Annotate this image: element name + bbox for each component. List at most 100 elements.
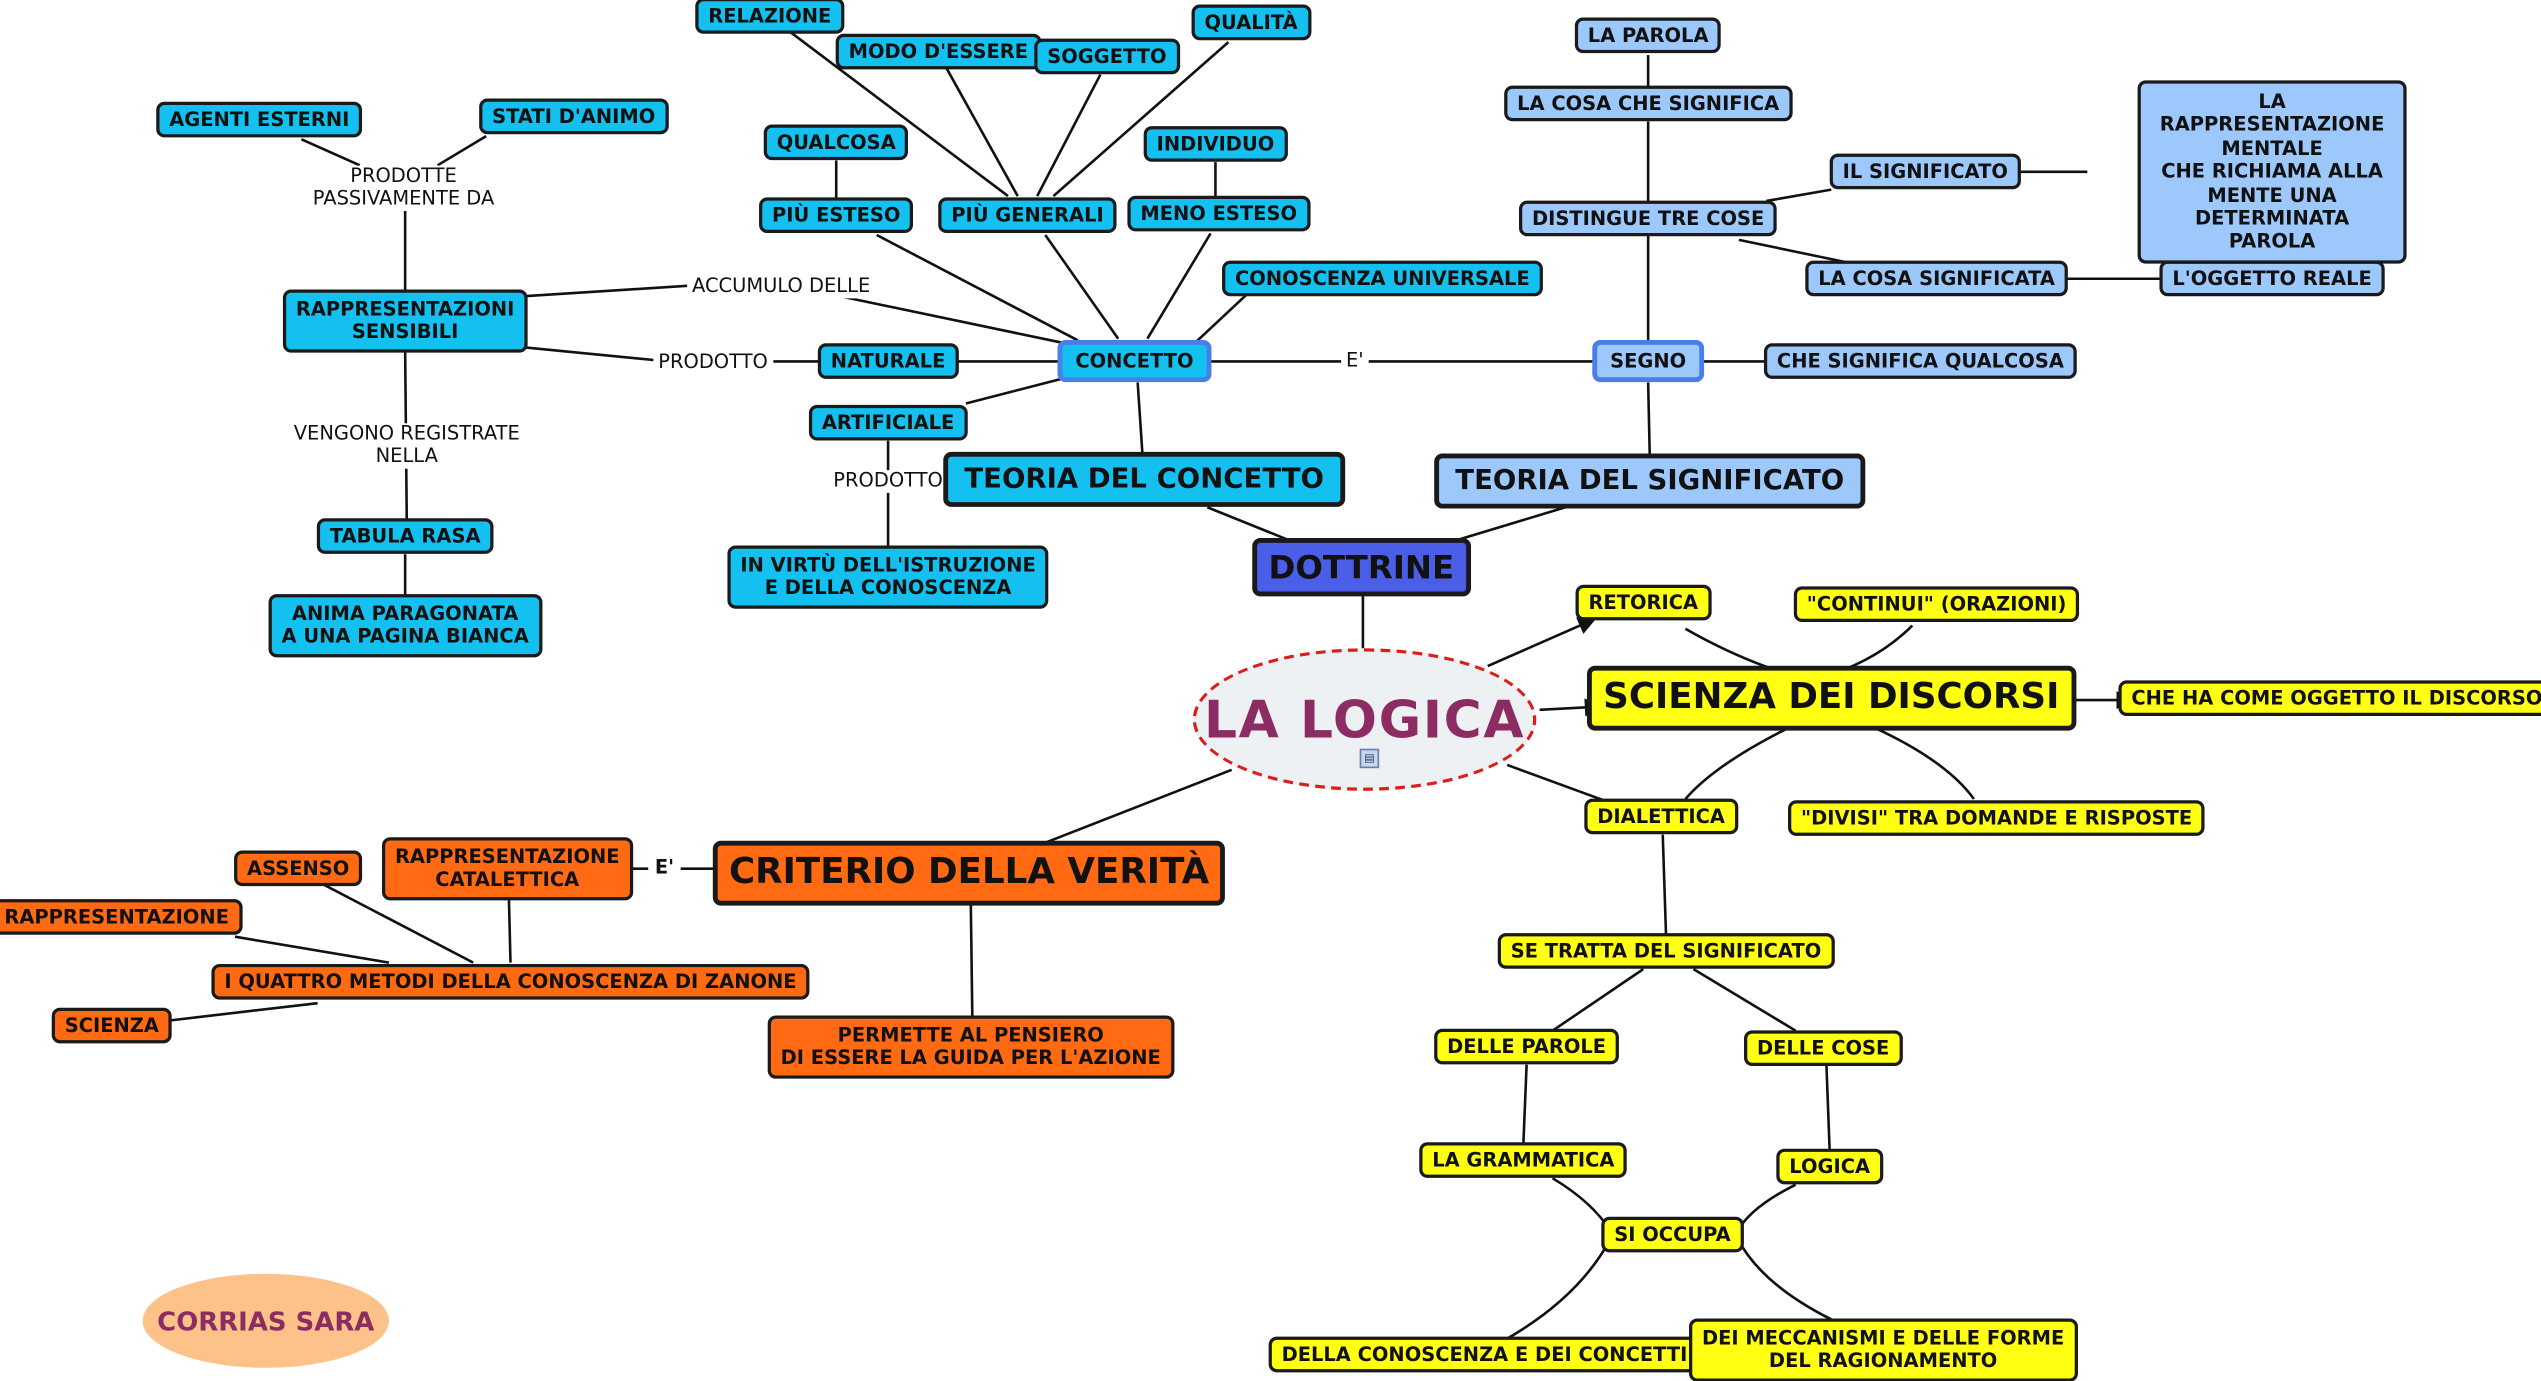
central-title: LA LOGICA [1203,688,1526,751]
link-qualita [1052,41,1230,198]
node-delle-cose[interactable]: DELLE COSE [1744,1030,1903,1067]
node-naturale[interactable]: NATURALE [817,343,959,380]
link-logica-dialettica [1506,763,1605,802]
link-accumulo-b [818,290,1067,345]
node-assenso[interactable]: ASSENSO [234,850,363,887]
node-teoria-concetto[interactable]: TEORIA DEL CONCETTO [943,451,1346,508]
node-concetto[interactable]: CONCETTO [1057,340,1212,383]
link-tratta-parole [1551,968,1645,1032]
node-scienza-discorsi[interactable]: SCIENZA DEI DISCORSI [1586,665,2076,732]
node-oggetto-reale[interactable]: L'OGGETTO REALE [2159,260,2385,297]
link-criterio-permette [969,899,974,1020]
node-stati-animo[interactable]: STATI D'ANIMO [479,98,669,135]
node-delle-parole[interactable]: DELLE PAROLE [1434,1028,1620,1066]
node-relazione[interactable]: RELAZIONE [695,0,845,35]
link-teoria-concetto [1136,382,1144,456]
link-stati [436,135,487,167]
node-rappresentazione[interactable]: RAPPRESENTAZIONE [0,899,242,936]
link-logica-criterio [1044,768,1233,844]
label-e-criterio: E' [649,856,679,880]
node-teoria-significato[interactable]: TEORIA DEL SIGNIFICATO [1434,453,1866,510]
attachment-icon[interactable]: ▤ [1359,748,1380,769]
label-prodotto-2: PRODOTTO [828,469,948,493]
link-conoscenza-universale [1195,294,1248,343]
node-scienza-orange[interactable]: SCIENZA [51,1007,172,1044]
node-meccanismi[interactable]: DEI MECCANISMI E DELLE FORME DEL RAGIONA… [1689,1318,2078,1381]
node-anima[interactable]: ANIMA PARAGONATA A UNA PAGINA BIANCA [268,594,542,657]
label-prodotte: PRODOTTE PASSIVAMENTE DA [269,164,539,211]
node-distingue[interactable]: DISTINGUE TRE COSE [1518,200,1778,237]
link-cose-logica [1825,1064,1831,1151]
node-continui[interactable]: "CONTINUI" (ORAZIONI) [1793,586,2080,623]
link-occupa-meccanismi [1736,1237,1845,1327]
node-dialettica[interactable]: DIALETTICA [1584,798,1738,835]
node-quattro-metodi[interactable]: I QUATTRO METODI DELLA CONOSCENZA DI ZAN… [211,963,810,1001]
link-teoria-significato [1646,382,1652,458]
node-retorica[interactable]: RETORICA [1575,584,1712,622]
link-scienza-divisi [1863,721,1975,800]
central-topic[interactable]: LA LOGICA ▤ [1192,648,1537,791]
node-conoscenza-universale[interactable]: CONOSCENZA UNIVERSALE [1222,260,1543,297]
node-cosa-significata[interactable]: LA COSA SIGNIFICATA [1805,260,2068,297]
node-meno-esteso[interactable]: MENO ESTESO [1127,195,1310,233]
node-che-significa[interactable]: CHE SIGNIFICA QUALCOSA [1763,343,2077,380]
node-piu-esteso[interactable]: PIÙ ESTESO [759,197,914,234]
link-meno-esteso [1146,232,1212,340]
author-badge: CORRIAS SARA [142,1273,389,1368]
node-tabula-rasa[interactable]: TABULA RASA [316,518,494,555]
node-segno[interactable]: SEGNO [1592,340,1705,383]
link-parole-grammatica [1522,1064,1528,1145]
link-agenti [300,138,361,167]
node-qualita[interactable]: QUALITÀ [1191,4,1311,41]
node-grammatica[interactable]: LA GRAMMATICA [1419,1142,1628,1179]
link-rappresentazione [234,935,390,964]
node-rappresentazioni-sensibili[interactable]: RAPPRESENTAZIONI SENSIBILI [282,289,528,353]
node-catalettica[interactable]: RAPPRESENTAZIONE CATALETTICA [381,837,633,901]
node-piu-generali[interactable]: PIÙ GENERALI [938,197,1117,234]
node-la-parola[interactable]: LA PAROLA [1574,17,1722,54]
node-soggetto[interactable]: SOGGETTO [1034,38,1180,75]
link-scienza-or [165,1001,318,1023]
link-accumulo-a [518,283,697,298]
link-soggetto [1036,73,1102,197]
link-assenso [323,883,474,964]
link-artificiale [965,376,1067,405]
node-conoscenza-concetti[interactable]: DELLA CONOSCENZA E DEI CONCETTI [1268,1336,1701,1373]
node-divisi[interactable]: "DIVISI" TRA DOMANDE E RISPOSTE [1788,800,2206,837]
link-relazione [790,31,1009,198]
node-istruzione[interactable]: IN VIRTÙ DELL'ISTRUZIONE E DELLA CONOSCE… [727,545,1049,609]
label-e-segno: E' [1341,349,1369,373]
link-dialettica-tratta [1661,834,1668,934]
link-modo-essere [945,67,1019,197]
link-tratta-cose [1692,968,1797,1032]
node-se-tratta[interactable]: SE TRATTA DEL SIGNIFICATO [1497,933,1835,970]
link-cosa-significata [1738,238,1848,264]
node-cosa-significa[interactable]: LA COSA CHE SIGNIFICA [1504,85,1793,122]
node-artificiale[interactable]: ARTIFICIALE [808,404,968,442]
link-catalettica-metodi [507,896,512,963]
node-agenti-esterni[interactable]: AGENTI ESTERNI [156,101,363,139]
link-piu-esteso [876,233,1079,342]
node-rappresentazione-mentale[interactable]: LA RAPPRESENTAZIONE MENTALE CHE RICHIAMA… [2137,80,2407,264]
node-logica[interactable]: LOGICA [1776,1148,1883,1185]
label-prodotto-1: PRODOTTO [653,351,773,375]
link-retorica [1487,617,1597,668]
label-vengono: VENGONO REGISTRATE NELLA [280,422,534,469]
node-individuo[interactable]: INDIVIDUO [1143,126,1288,163]
link-logica-occupa [1736,1183,1797,1233]
link-scienza-dialettica [1684,721,1800,800]
node-qualcosa[interactable]: QUALCOSA [763,124,909,161]
label-accumulo: ACCUMULO DELLE [687,274,876,299]
node-dottrine[interactable]: DOTTRINE [1252,538,1471,597]
node-criterio[interactable]: CRITERIO DELLA VERITÀ [712,840,1226,907]
link-il-significato [1766,188,1832,203]
link-prodotto-a [518,345,668,363]
link-piu-generali [1044,234,1120,340]
node-modo-essere[interactable]: MODO D'ESSERE [835,33,1041,71]
node-il-significato[interactable]: IL SIGNIFICATO [1829,153,2021,190]
node-oggetto-discorso[interactable]: CHE HA COME OGGETTO IL DISCORSO [2118,680,2541,717]
link-occupa-conoscenza [1506,1237,1613,1340]
node-si-occupa[interactable]: SI OCCUPA [1601,1216,1744,1254]
node-permette[interactable]: PERMETTE AL PENSIERO DI ESSERE LA GUIDA … [767,1015,1174,1079]
